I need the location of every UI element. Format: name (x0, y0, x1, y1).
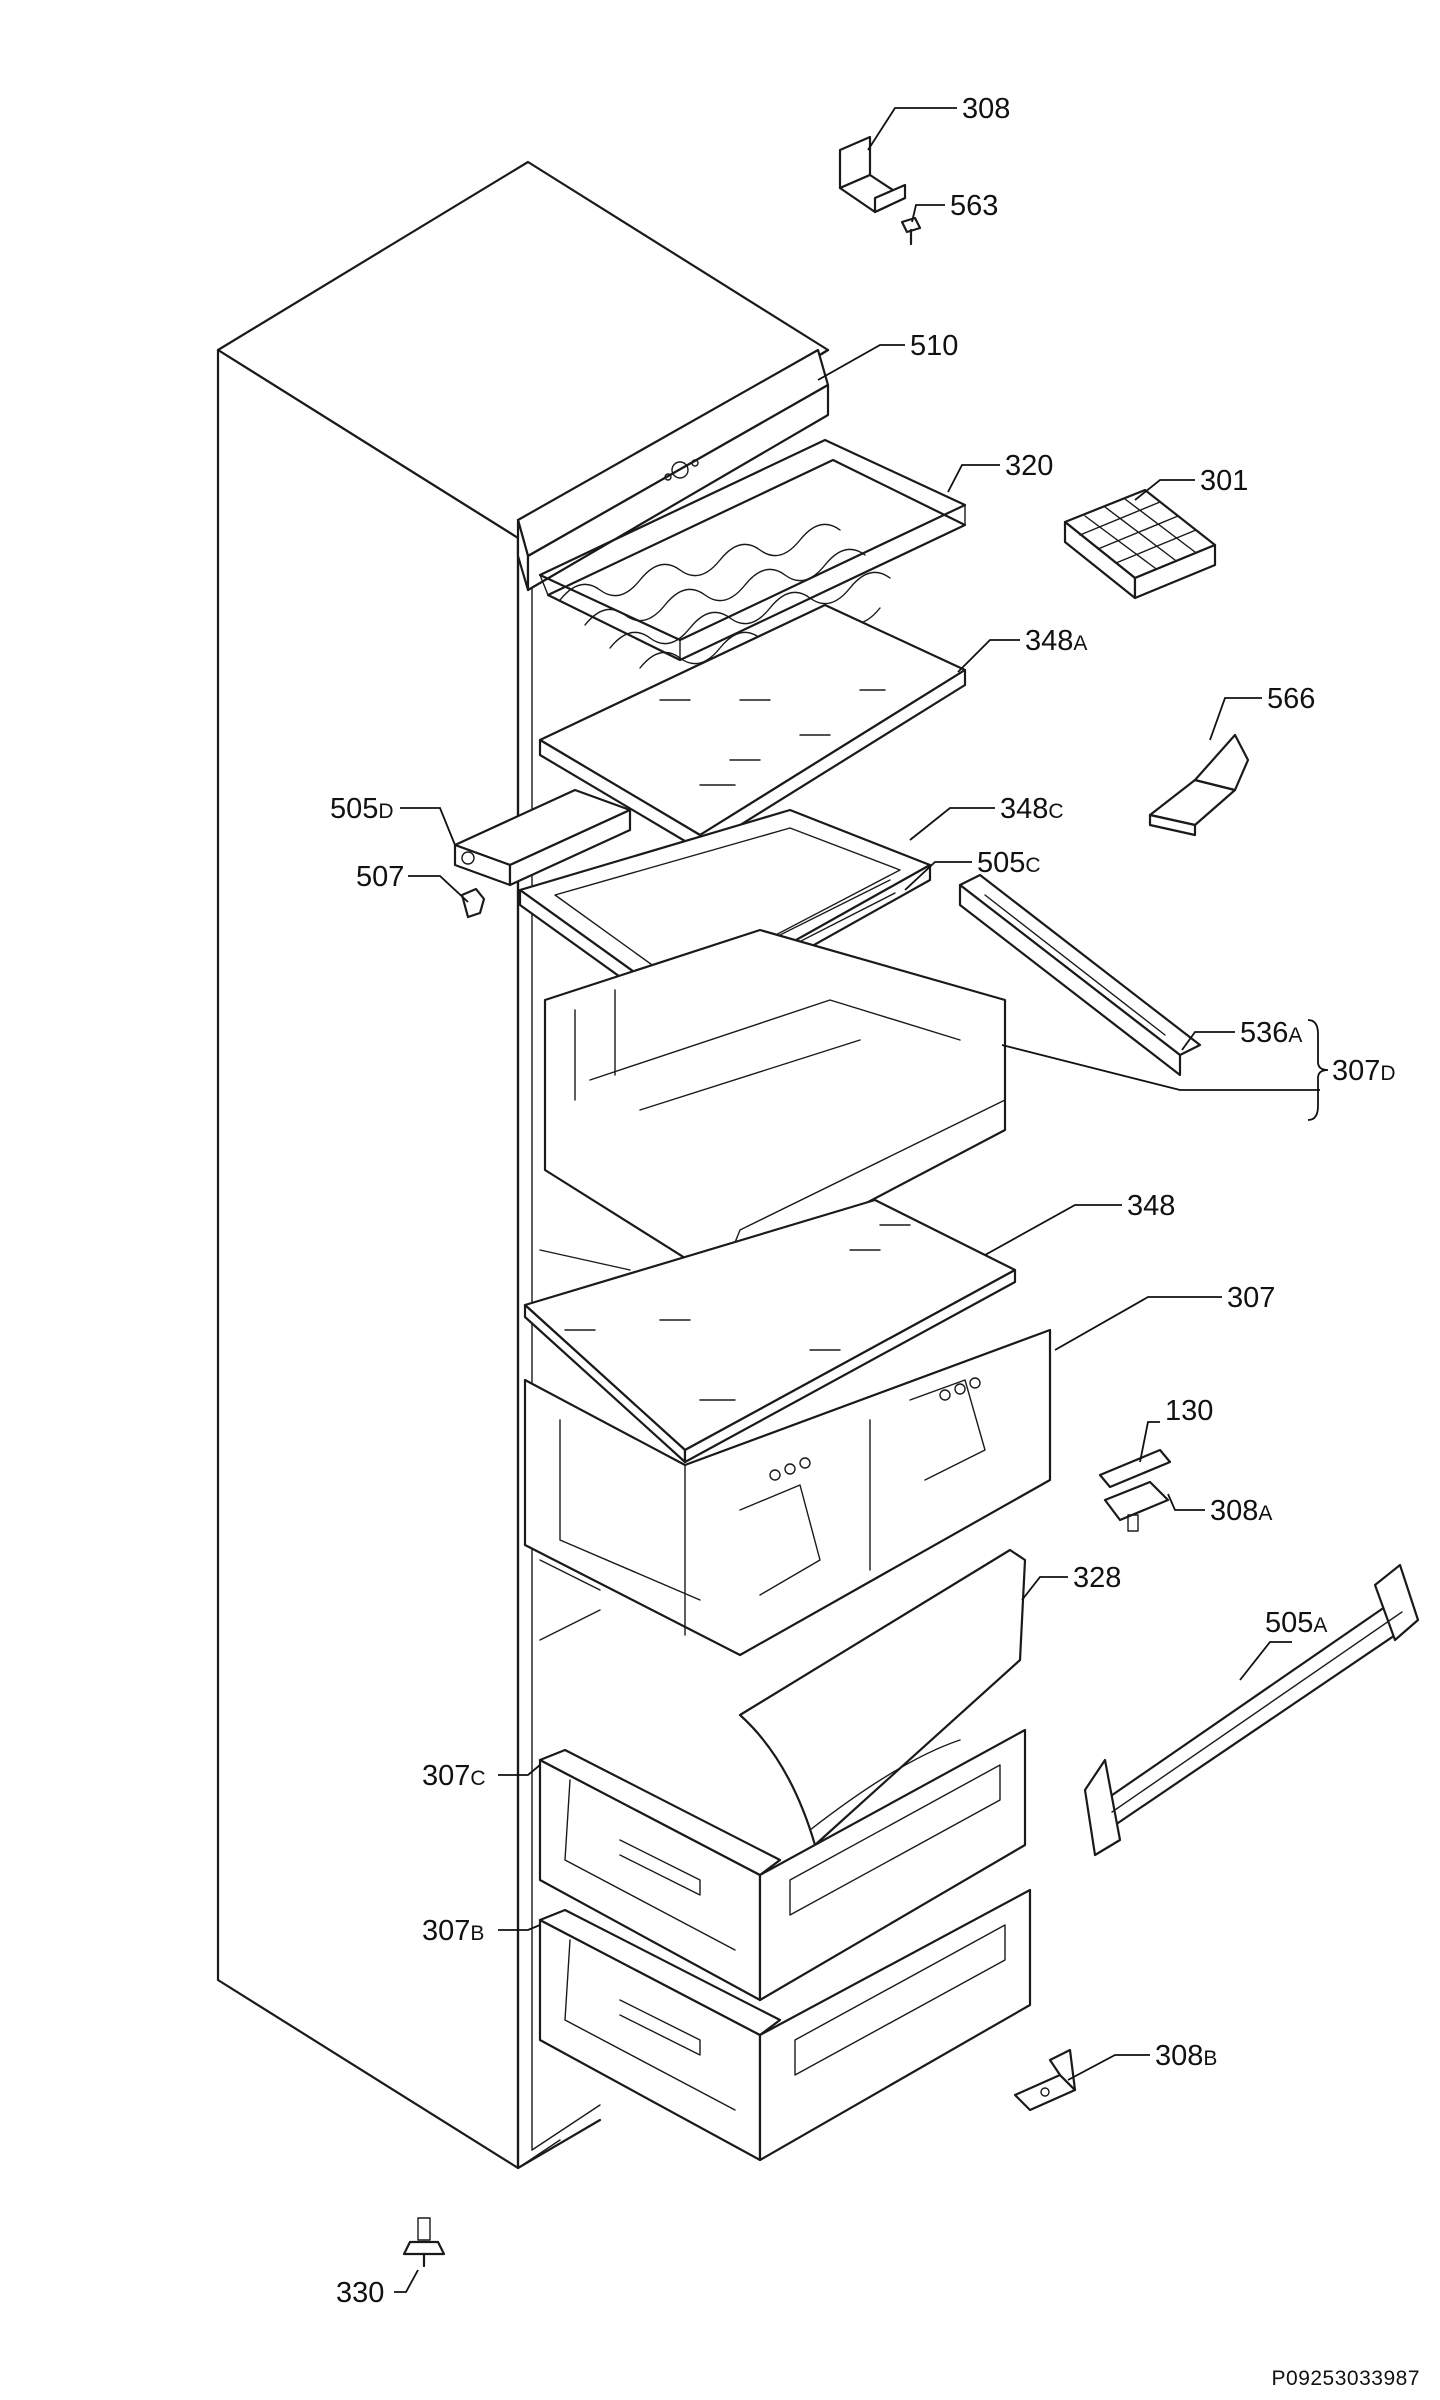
upper-crisper-drawer-part (538, 1728, 1027, 2002)
label-507: 507 (356, 861, 404, 893)
label-510: 510 (910, 330, 958, 362)
hinge-middle-part (1098, 1448, 1172, 1532)
crisper-bin-part (543, 928, 1007, 1282)
shelf-support-left-part (453, 788, 632, 887)
label-348A: 348A (1025, 625, 1087, 657)
ice-scraper-part (1148, 733, 1250, 837)
label-328: 328 (1073, 1562, 1121, 1594)
ice-tray-part (1063, 488, 1217, 600)
hinge-bottom-part (1013, 2048, 1077, 2112)
lower-crisper-drawer-part (538, 1888, 1032, 2162)
clip-part (460, 887, 486, 919)
label-536A: 536A (1240, 1017, 1302, 1049)
label-307C: 307C (422, 1760, 486, 1792)
freezer-drawer-part (523, 1328, 1052, 1657)
adjustable-foot-part (402, 2217, 446, 2268)
leader-lines (394, 107, 1329, 2293)
label-308A: 308A (1210, 1495, 1272, 1527)
label-348C: 348C (1000, 793, 1064, 825)
label-130: 130 (1165, 1395, 1213, 1427)
label-505D: 505D (330, 793, 394, 825)
hinge-top-part (838, 135, 907, 214)
label-563: 563 (950, 190, 998, 222)
screw-part (900, 216, 922, 246)
label-505A: 505A (1265, 1607, 1327, 1639)
label-308B: 308B (1155, 2040, 1217, 2072)
label-307B: 307B (422, 1915, 484, 1947)
label-330: 330 (336, 2277, 384, 2309)
label-307D: 307D (1332, 1055, 1396, 1087)
cover-plate-part (738, 1548, 1027, 1847)
glass-shelf-middle-part (523, 1198, 1017, 1464)
label-320: 320 (1005, 450, 1053, 482)
label-566: 566 (1267, 683, 1315, 715)
part-labels: 308 563 510 320 301 348A 566 505D 348C 5… (330, 93, 1420, 2390)
door-bar-part (1083, 1563, 1420, 1857)
label-307: 307 (1227, 1282, 1275, 1314)
label-301: 301 (1200, 465, 1248, 497)
label-308: 308 (962, 93, 1010, 125)
label-505C: 505C (977, 847, 1041, 879)
control-panel-part (516, 348, 830, 592)
diagram-reference-code: P09253033987 (1272, 2367, 1420, 2390)
label-348: 348 (1127, 1190, 1175, 1222)
divider-panel-part (958, 873, 1202, 1077)
